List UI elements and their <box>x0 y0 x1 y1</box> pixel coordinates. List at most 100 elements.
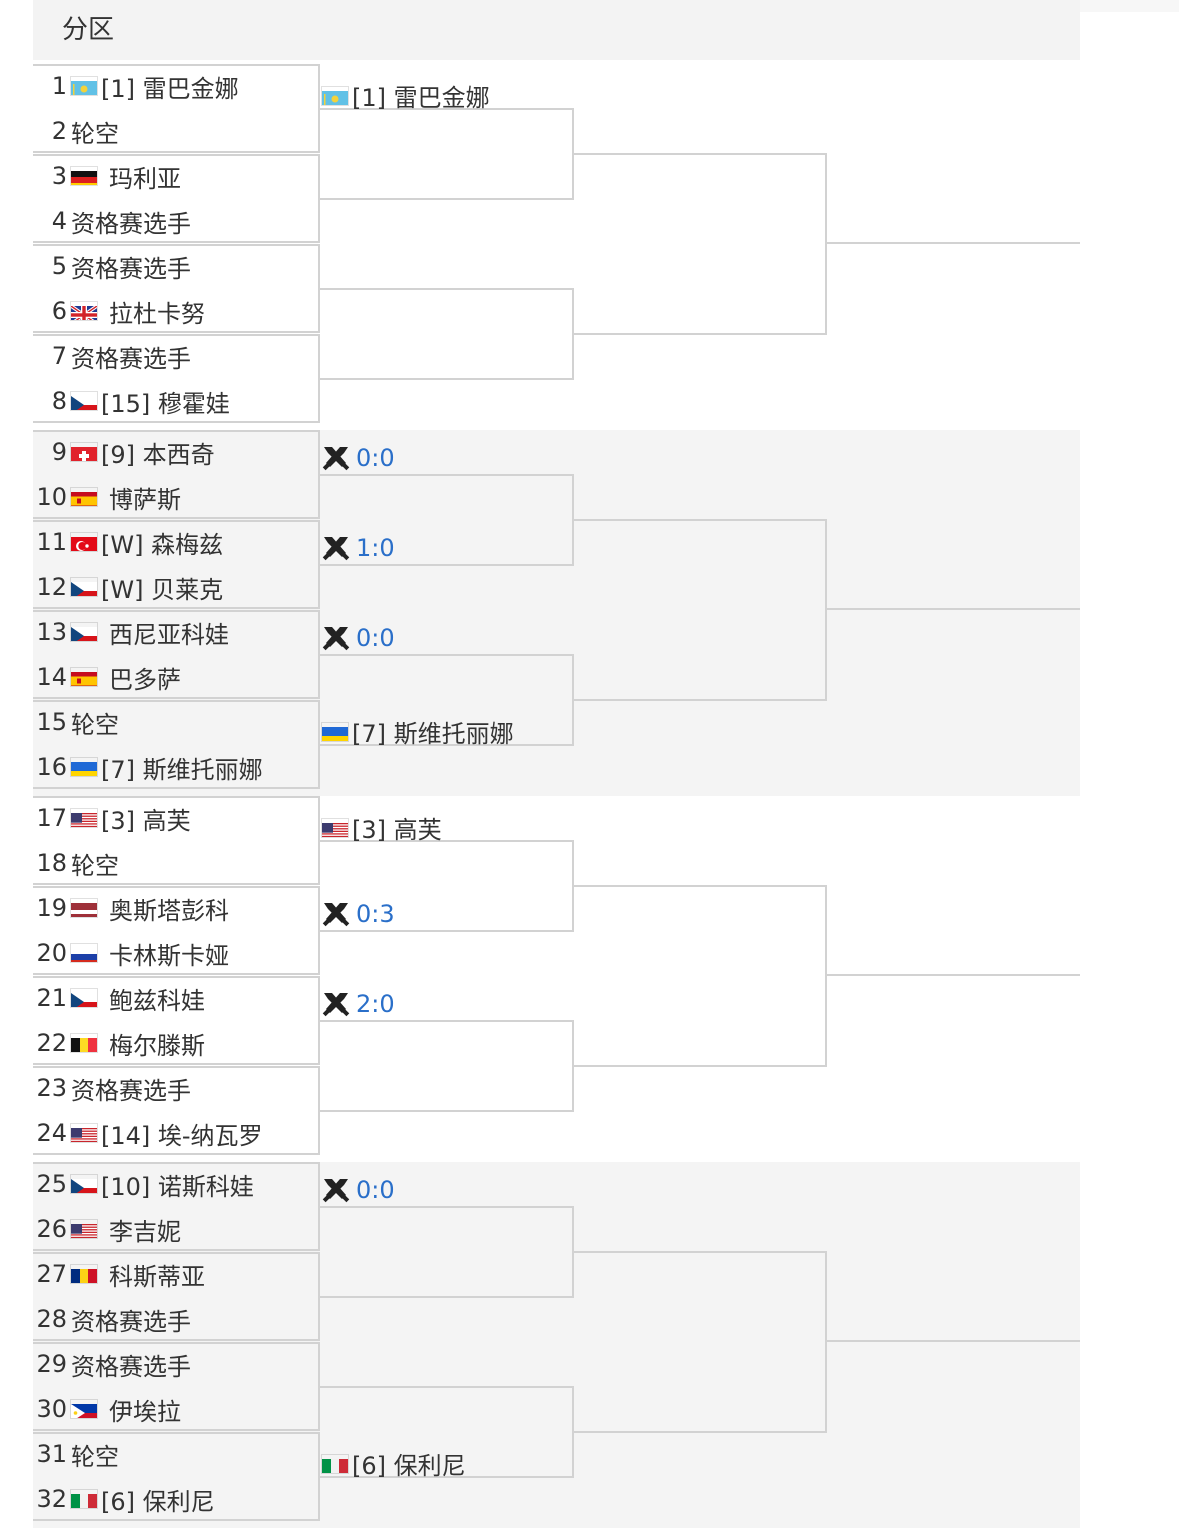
player-name: 鲍兹科娃 <box>109 986 205 1015</box>
kazakhstan-flag-icon <box>322 87 348 105</box>
draw-entry[interactable]: 1 [1] 雷巴金娜 <box>33 64 320 108</box>
round4-connector <box>827 1340 1080 1342</box>
player-name: 李吉妮 <box>109 1217 181 1246</box>
draw-position: 19 <box>36 894 67 922</box>
draw-position: 8 <box>51 387 67 415</box>
match-box <box>33 796 320 885</box>
draw-position: 11 <box>36 528 67 556</box>
player-name: 资格赛选手 <box>71 1076 191 1105</box>
round2-match-box <box>320 288 574 380</box>
draw-entry[interactable]: 32[6] 保利尼 <box>33 1477 320 1521</box>
match-box <box>33 64 320 153</box>
spain-flag-icon <box>71 668 97 686</box>
draw-position: 12 <box>36 573 67 601</box>
match-box <box>33 886 320 975</box>
player-name: 博萨斯 <box>109 485 181 514</box>
match-box <box>33 1066 320 1155</box>
czech-republic-flag-icon <box>71 623 97 641</box>
draw-entry[interactable]: 9[9] 本西奇 <box>33 430 320 474</box>
round4-connector <box>827 242 1080 244</box>
draw-entry[interactable]: 17[3] 高芙 <box>33 796 320 840</box>
match-score-link[interactable]: 2:0 <box>322 990 395 1018</box>
player-name: [3] 高芙 <box>101 806 191 835</box>
match-score: 0:0 <box>356 624 395 652</box>
czech-republic-flag-icon <box>71 392 97 410</box>
match-score-link[interactable]: 0:0 <box>322 1176 395 1204</box>
czech-republic-flag-icon <box>71 989 97 1007</box>
russia-flag-icon <box>71 944 97 962</box>
round2-player[interactable]: [3] 高芙 <box>322 810 442 845</box>
draw-position: 1 <box>51 72 67 100</box>
player-name: [7] 斯维托丽娜 <box>352 720 514 748</box>
player-name: 资格赛选手 <box>71 209 191 238</box>
match-score: 2:0 <box>356 990 395 1018</box>
player-name: 轮空 <box>71 710 119 739</box>
draw-position: 24 <box>36 1119 67 1147</box>
draw-position: 15 <box>36 708 67 736</box>
player-name: [6] 保利尼 <box>352 1452 466 1480</box>
match-box <box>33 520 320 609</box>
draw-position: 26 <box>36 1215 67 1243</box>
draw-entry[interactable]: 25[10] 诺斯科娃 <box>33 1162 320 1206</box>
draw-entry[interactable]: 24[14] 埃-纳瓦罗 <box>33 1111 320 1155</box>
draw-entry[interactable]: 10 博萨斯 <box>33 475 320 519</box>
match-box <box>33 1252 320 1341</box>
draw-position: 20 <box>36 939 67 967</box>
crossed-swords-icon <box>322 537 350 561</box>
crossed-swords-icon <box>322 903 350 927</box>
match-score-link[interactable]: 0:3 <box>322 900 395 928</box>
germany-flag-icon <box>71 167 97 185</box>
round3-match-box <box>573 1251 827 1433</box>
round2-match-box <box>320 108 574 200</box>
draw-entry[interactable]: 11[W] 森梅兹 <box>33 520 320 564</box>
draw-entry[interactable]: 26 李吉妮 <box>33 1207 320 1251</box>
round4-connector <box>827 974 1080 976</box>
player-name: 资格赛选手 <box>71 254 191 283</box>
match-score-link[interactable]: 0:0 <box>322 624 395 652</box>
match-box <box>33 430 320 519</box>
romania-flag-icon <box>71 1265 97 1283</box>
draw-entry[interactable]: 16[7] 斯维托丽娜 <box>33 745 320 789</box>
match-score-link[interactable]: 0:0 <box>322 444 395 472</box>
player-name: [W] 贝莱克 <box>101 575 224 604</box>
match-score: 0:3 <box>356 900 395 928</box>
czech-republic-flag-icon <box>71 578 97 596</box>
round2-player[interactable]: [7] 斯维托丽娜 <box>322 714 514 749</box>
draw-entry[interactable]: 12 [W] 贝莱克 <box>33 565 320 609</box>
turkey-flag-icon <box>71 533 97 551</box>
player-name: [1] 雷巴金娜 <box>101 74 239 103</box>
match-score-link[interactable]: 1:0 <box>322 534 395 562</box>
round2-player[interactable]: [1] 雷巴金娜 <box>322 78 490 113</box>
ukraine-flag-icon <box>322 723 348 741</box>
match-box <box>33 334 320 423</box>
draw-entry[interactable]: 8[15] 穆霍娃 <box>33 379 320 423</box>
draw-position: 16 <box>36 753 67 781</box>
round2-player[interactable]: [6] 保利尼 <box>322 1446 466 1481</box>
draw-position: 10 <box>36 483 67 511</box>
united-states-flag-icon <box>322 819 348 837</box>
draw-position: 5 <box>51 252 67 280</box>
